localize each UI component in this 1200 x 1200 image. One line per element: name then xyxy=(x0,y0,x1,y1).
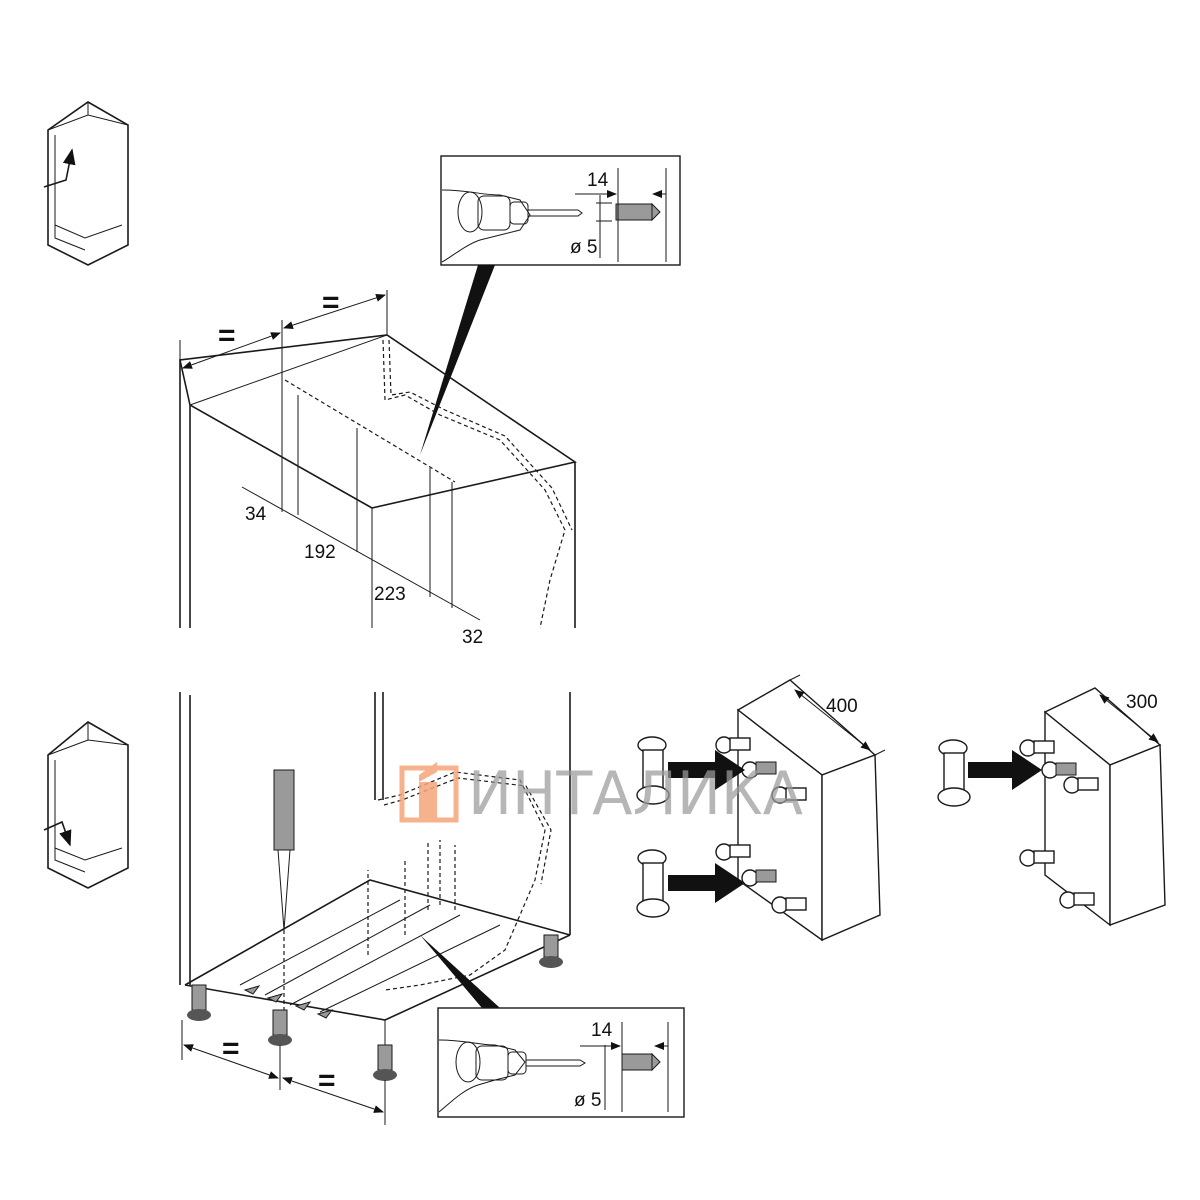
adjustable-leg-2 xyxy=(636,849,670,918)
cabinet-icon-bottom xyxy=(43,721,129,889)
leg-panel-400: 400 xyxy=(636,674,886,942)
adjustable-leg-3 xyxy=(937,739,971,807)
watermark-logo: ИНТАЛИКА xyxy=(399,759,803,829)
arrow-right-icon xyxy=(668,750,745,790)
equal-mark-bottom-left: = xyxy=(222,1032,240,1065)
dim-192: 192 xyxy=(304,542,336,563)
diameter-label: ø 5 xyxy=(570,237,597,258)
width-400: 400 xyxy=(826,696,858,717)
arrow-right-icon xyxy=(968,750,1042,790)
bottom-cabinet: = = xyxy=(179,692,571,1125)
width-300: 300 xyxy=(1126,692,1158,713)
equal-mark-left: = xyxy=(218,319,236,352)
bolts xyxy=(715,736,807,914)
leg-panel-300: 300 xyxy=(937,687,1166,927)
equal-mark-right: = xyxy=(322,286,340,319)
dim-32: 32 xyxy=(462,627,483,648)
top-cabinet: = = 34 192 223 32 xyxy=(179,286,577,648)
depth-label: 14 xyxy=(587,170,609,191)
depth-label-bottom: 14 xyxy=(591,1020,613,1041)
drill-detail-bottom: 14 ø 5 xyxy=(437,1007,685,1118)
dim-34: 34 xyxy=(245,504,267,525)
equal-mark-bottom-right: = xyxy=(318,1064,336,1097)
adjustable-leg-1 xyxy=(636,736,670,805)
arrow-right-icon xyxy=(668,863,745,903)
watermark-text: ИНТАЛИКА xyxy=(468,759,803,829)
dim-223: 223 xyxy=(374,584,406,605)
diameter-label-bottom: ø 5 xyxy=(574,1090,601,1111)
drill-detail-top: 14 ø 5 xyxy=(420,155,681,455)
cabinet-icon-top xyxy=(43,101,129,266)
